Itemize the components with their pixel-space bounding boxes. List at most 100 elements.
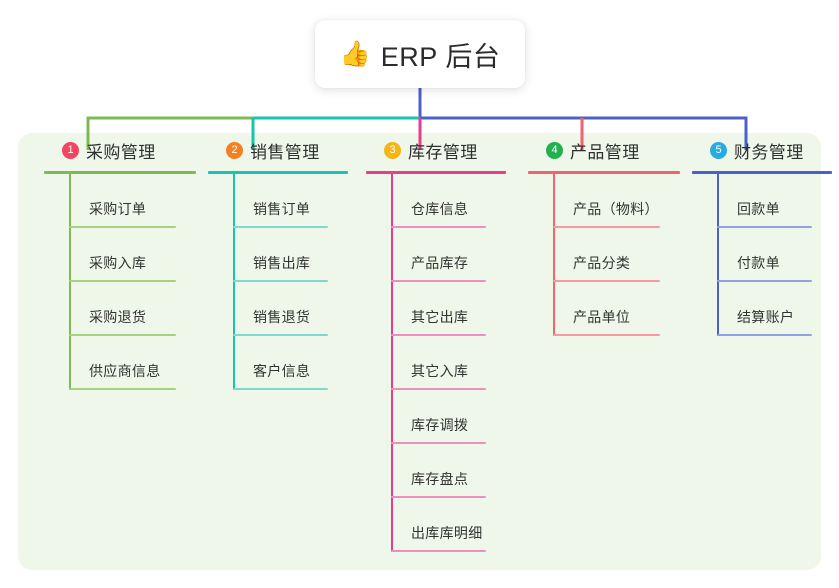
branch-item-label: 回款单 (737, 201, 780, 217)
branch-items-2: 销售订单销售出库销售退货客户信息 (208, 174, 348, 390)
branch-item-label: 其它入库 (411, 363, 469, 379)
branch-underline-1 (44, 171, 196, 174)
branch-item-label: 采购退货 (89, 309, 147, 325)
branch-item-label: 产品库存 (411, 255, 469, 271)
branch-item-label: 采购入库 (89, 255, 147, 271)
branch-item-rule (717, 280, 812, 282)
branch-badge-5: 5 (710, 141, 727, 159)
branch-title-3: 库存管理 (408, 142, 478, 162)
branch-item[interactable]: 库存盘点 (366, 444, 506, 498)
branch-item-label: 库存调拨 (411, 417, 469, 433)
branch-spine-3 (391, 174, 393, 552)
branch-items-5: 回款单付款单结算账户 (692, 174, 832, 336)
branch-item-rule (391, 280, 486, 282)
branch-item[interactable]: 客户信息 (208, 336, 348, 390)
branch-item[interactable]: 产品单位 (528, 282, 680, 336)
branch-item[interactable]: 仓库信息 (366, 174, 506, 228)
branch-item-rule (69, 226, 176, 228)
branch-underline-2 (208, 171, 348, 174)
branch-spine-2 (233, 174, 235, 390)
branch-item[interactable]: 回款单 (692, 174, 832, 228)
branch-item[interactable]: 产品（物料） (528, 174, 680, 228)
branch-item[interactable]: 销售出库 (208, 228, 348, 282)
branch-item[interactable]: 采购退货 (44, 282, 196, 336)
branch-item-rule (553, 334, 660, 336)
branch-item-rule (233, 334, 328, 336)
branch-item-label: 仓库信息 (411, 201, 469, 217)
branch-item-rule (233, 226, 328, 228)
branch-title-4: 产品管理 (570, 142, 640, 162)
branch-item[interactable]: 采购订单 (44, 174, 196, 228)
branch-item-rule (391, 226, 486, 228)
branch-underline-4 (528, 171, 680, 174)
branch-item-rule (717, 226, 812, 228)
branch-item[interactable]: 销售订单 (208, 174, 348, 228)
branch-items-3: 仓库信息产品库存其它出库其它入库库存调拨库存盘点出库库明细 (366, 174, 506, 552)
branch-item[interactable]: 供应商信息 (44, 336, 196, 390)
branch-item-label: 销售退货 (253, 309, 311, 325)
branch-header-4[interactable]: 4 产品管理 (528, 133, 680, 167)
branch-item[interactable]: 付款单 (692, 228, 832, 282)
branch-title-2: 销售管理 (250, 142, 320, 162)
branch-header-3[interactable]: 3 库存管理 (366, 133, 506, 167)
branch-item-label: 客户信息 (253, 363, 311, 379)
branch-underline-5 (692, 171, 832, 174)
branch-item-label: 采购订单 (89, 201, 147, 217)
branch-item[interactable]: 其它出库 (366, 282, 506, 336)
branch-spine-4 (553, 174, 555, 336)
branch-item-label: 销售出库 (253, 255, 311, 271)
branch-header-5[interactable]: 5 财务管理 (692, 133, 832, 167)
branch-item-label: 产品单位 (573, 309, 631, 325)
branch-items-4: 产品（物料） 产品分类产品单位 (528, 174, 680, 336)
branch-item-rule (717, 334, 812, 336)
branch-item-rule (69, 334, 176, 336)
branch-item-label: 产品（物料） (573, 201, 659, 217)
branch-item-rule (391, 388, 486, 390)
branch-badge-4: 4 (546, 141, 563, 159)
branch-spine-1 (69, 174, 71, 390)
branch-item-rule (391, 496, 486, 498)
branch-item-rule (69, 388, 176, 390)
branch-item[interactable]: 销售退货 (208, 282, 348, 336)
branch-column-4: 4 产品管理产品（物料） 产品分类产品单位 (528, 133, 680, 336)
branch-title-5: 财务管理 (734, 142, 804, 162)
branch-item-rule (391, 442, 486, 444)
branch-item-label: 库存盘点 (411, 471, 469, 487)
branch-column-3: 3 库存管理仓库信息产品库存其它出库其它入库库存调拨库存盘点出库库明细 (366, 133, 506, 552)
branch-item[interactable]: 采购入库 (44, 228, 196, 282)
branch-item-rule (391, 334, 486, 336)
branch-item[interactable]: 结算账户 (692, 282, 832, 336)
root-title: ERP 后台 (380, 41, 501, 72)
branch-item-rule (69, 280, 176, 282)
branch-item-rule (553, 226, 660, 228)
branch-items-1: 采购订单采购入库采购退货供应商信息 (44, 174, 196, 390)
branch-item[interactable]: 产品库存 (366, 228, 506, 282)
branch-item[interactable]: 库存调拨 (366, 390, 506, 444)
branch-badge-3: 3 (384, 141, 401, 159)
branch-item-label: 结算账户 (737, 309, 795, 325)
branch-underline-3 (366, 171, 506, 174)
branch-item-rule (233, 280, 328, 282)
branch-item-label: 产品分类 (573, 255, 631, 271)
branch-item-rule (233, 388, 328, 390)
root-node[interactable]: 👍 ERP 后台 (315, 20, 525, 88)
branch-spine-5 (717, 174, 719, 336)
branch-item-rule (553, 280, 660, 282)
branch-item-label: 销售订单 (253, 201, 311, 217)
branch-item[interactable]: 出库库明细 (366, 498, 506, 552)
branch-item-label: 出库库明细 (411, 525, 483, 541)
branch-item-label: 其它出库 (411, 309, 469, 325)
branch-column-5: 5 财务管理回款单付款单结算账户 (692, 133, 832, 336)
branch-item-rule (391, 550, 486, 552)
branch-badge-1: 1 (62, 141, 79, 159)
branch-item[interactable]: 产品分类 (528, 228, 680, 282)
branch-item-label: 付款单 (737, 255, 780, 271)
branch-item[interactable]: 其它入库 (366, 336, 506, 390)
thumbs-up-icon: 👍 (339, 39, 371, 68)
